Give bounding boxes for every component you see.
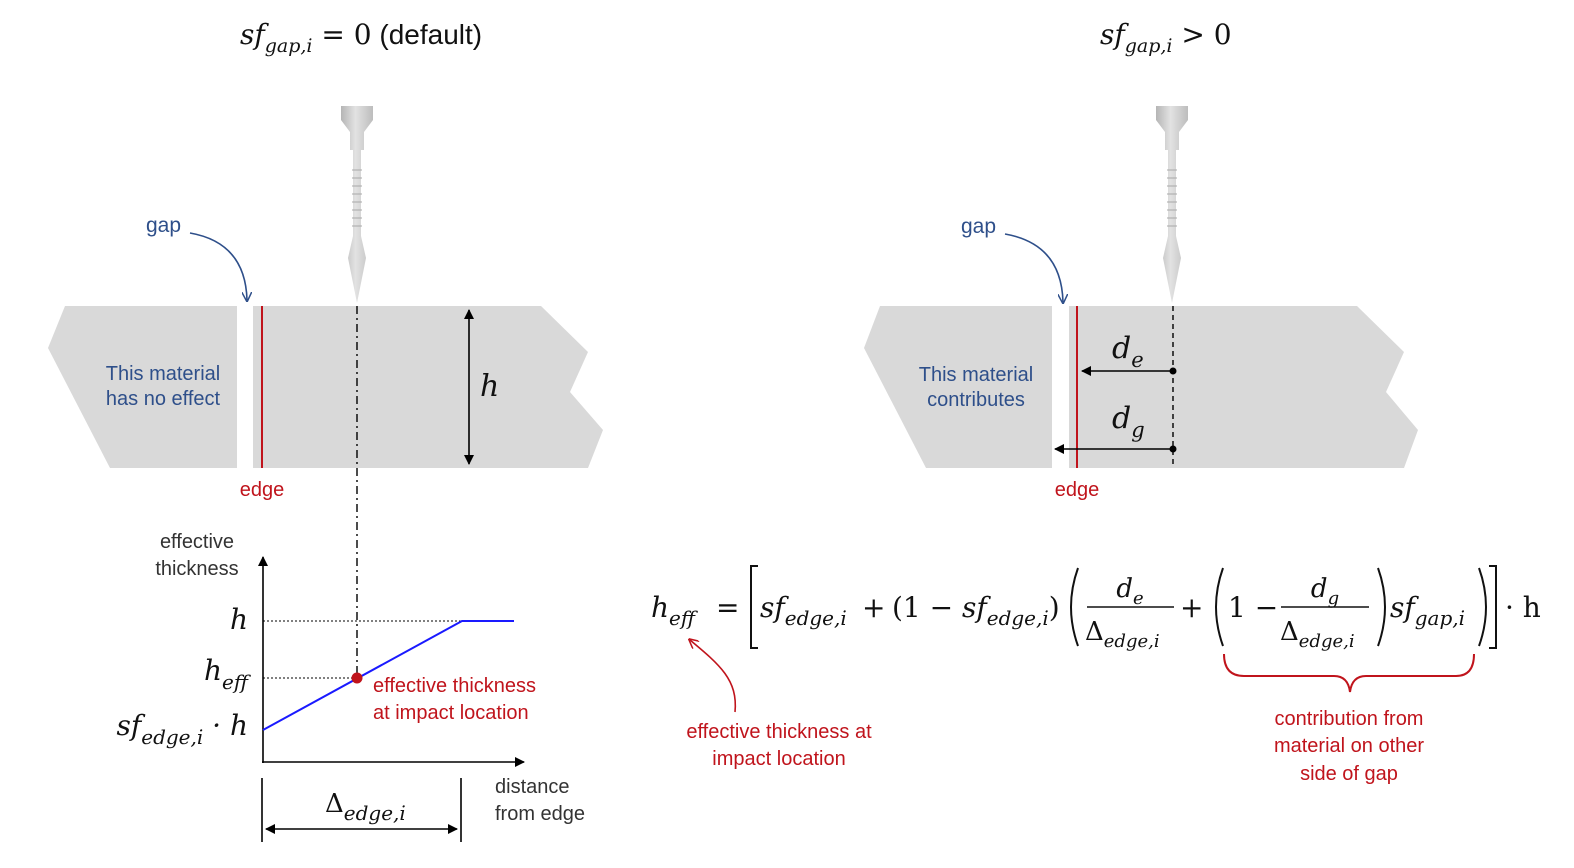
eq-plus-1: + [862,591,885,624]
left-needle-icon [341,106,373,303]
ytick-heff: heff [204,654,252,694]
material-right-text-2: contributes [927,389,1025,411]
frac1-denominator: Δedge,i [1085,617,1160,652]
material-left-text-1: This material [106,363,220,385]
eq-bracket-open [750,565,758,649]
eq-times-h: · h [1505,591,1541,624]
delta-label: Δedge,i [325,789,406,825]
eq-paren-close-1 [1478,567,1487,647]
frac2-numerator: dg [1311,574,1339,609]
eq-paren-open-2 [1215,567,1224,647]
annotation-line-2: at impact location [373,702,529,724]
impact-point [351,672,363,684]
heff-note-line-2: impact location [712,748,845,770]
material-left-text-2: has no effect [106,388,221,410]
annotation-line-1: effective thickness [373,675,536,697]
ytick-sf-edge-h: sfedge,i · h [117,709,249,749]
edge-label-right: edge [1055,479,1100,501]
heff-note-line-1: effective thickness at [686,721,872,743]
chart-xlabel-1: distance [495,776,570,798]
eq-one-minus: 1 − [1228,591,1278,624]
thickness-chart: effective thickness distance from edge h… [117,531,585,842]
eq-lhs: heff [651,591,699,630]
dg-origin-dot [1169,445,1177,453]
heff-note-arrow [690,640,737,713]
series-line [262,620,514,731]
frac1-numerator: de [1116,574,1143,609]
contribution-line-1: contribution from [1275,708,1424,730]
right-material-right-piece [1069,306,1418,468]
eq-term3: sfgap,i [1390,591,1465,630]
eq-equals: = [716,591,739,624]
eq-paren-open-1 [1070,567,1079,647]
gap-arrow-left [189,232,247,300]
material-right-text-1: This material [919,364,1033,386]
left-material-right-piece [253,306,603,468]
eq-term2: (1 − sfedge,i) [892,591,1060,630]
h-label: h [480,369,499,404]
gap-arrow-right [1004,233,1063,302]
frac2-denominator: Δedge,i [1280,617,1355,652]
eq-paren-close-2 [1377,567,1386,647]
contribution-line-2: material on other [1274,735,1424,757]
contribution-brace [1223,653,1475,693]
eq-term1: sfedge,i [760,591,847,630]
left-material-left-piece [48,306,237,468]
gap-label-left: gap [146,214,181,237]
chart-ylabel-1: effective [160,531,234,553]
de-origin-dot [1169,367,1177,375]
edge-label-left: edge [240,479,285,501]
right-title: sfgap,i > 0 [1100,18,1232,57]
gap-label-right: gap [961,215,996,238]
chart-ylabel-2: thickness [155,558,238,580]
left-title: sfgap,i = 0 (default) [240,18,482,57]
dg-label: dg [1112,401,1145,442]
right-material-left-piece [864,306,1052,468]
heff-equation: heff = sfedge,i + (1 − sfedge,i) de Δedg… [651,565,1541,652]
eq-plus-2: + [1180,591,1203,624]
de-label: de [1112,331,1144,372]
right-needle-icon [1156,106,1188,303]
chart-xlabel-2: from edge [495,803,585,825]
eq-bracket-close [1489,565,1497,649]
contribution-line-3: side of gap [1300,763,1398,785]
ytick-h: h [230,603,248,636]
